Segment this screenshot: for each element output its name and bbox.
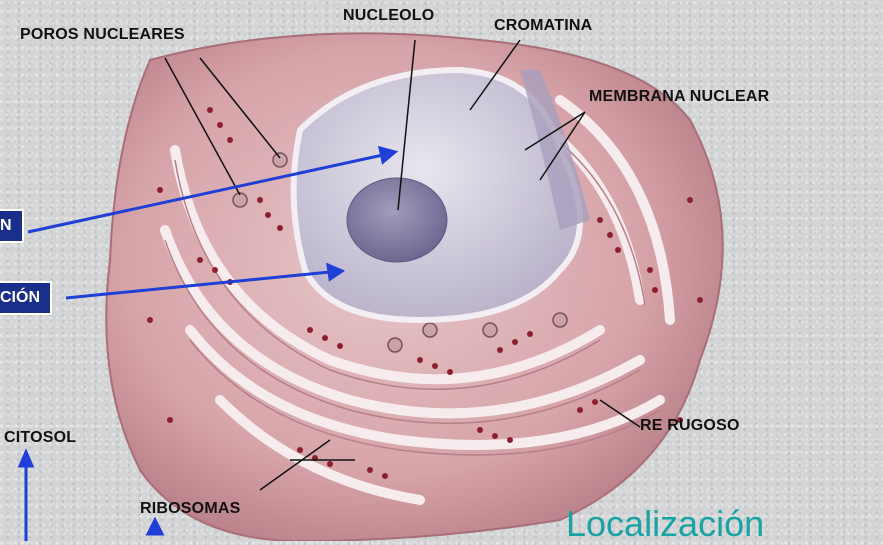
poros-nucleares-label: POROS NUCLEARES: [20, 26, 185, 44]
cromatina-label: CROMATINA: [494, 17, 592, 35]
nucleolus: [347, 178, 447, 262]
slide-title: Localización: [566, 503, 764, 545]
ribosomas-label: RIBOSOMAS: [140, 500, 240, 518]
re-rugoso-label: RE RUGOSO: [640, 417, 740, 435]
nucleolo-label: NUCLEOLO: [343, 7, 434, 25]
localization-box-2: CIÓN: [0, 281, 52, 315]
citosol-label: CITOSOL: [4, 429, 76, 447]
localization-box-1: N: [0, 209, 24, 243]
membrana-nuclear-label: MEMBRANA NUCLEAR: [589, 88, 769, 106]
